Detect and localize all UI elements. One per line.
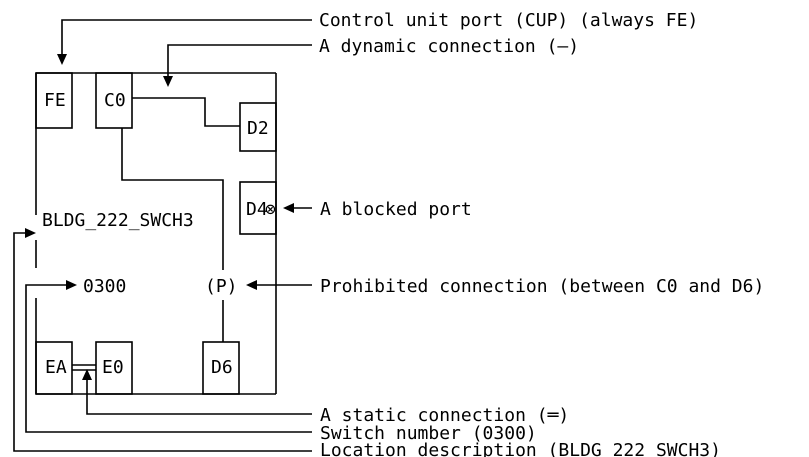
port-e0: E0 (95, 341, 133, 395)
callout-location-leader (13, 232, 312, 452)
port-d4: D4 ⊗ (239, 181, 277, 235)
callout-dynamic-arrowhead (163, 76, 173, 87)
port-d6: D6 (202, 341, 240, 395)
callout-control-unit-port: Control unit port (CUP) (always FE) (57, 10, 698, 65)
port-e0-box (95, 341, 133, 395)
switch-number-label: 0300 (83, 276, 126, 297)
callout-prohibited-text: Prohibited connection (between C0 and D6… (320, 276, 764, 297)
port-d2-label: D2 (247, 118, 269, 139)
callout-static-connection: A static connection (═) (82, 369, 569, 426)
callout-static-text: A static connection (═) (320, 405, 569, 426)
callout-cup-leader (61, 19, 312, 54)
port-d6-box (202, 341, 240, 395)
port-ea-label: EA (45, 357, 67, 378)
port-c0-box (95, 72, 133, 129)
callout-prohibited-connection: Prohibited connection (between C0 and D6… (246, 276, 764, 297)
port-fe-label: FE (44, 90, 66, 111)
port-d6-label: D6 (211, 357, 233, 378)
callout-switch-number-text: Switch number (0300) (320, 423, 537, 444)
callout-dynamic-text: A dynamic connection (—) (319, 36, 579, 57)
callout-static-leader (86, 380, 312, 415)
callout-location-text: Location description (BLDG 222 SWCH3) (320, 440, 721, 457)
dynamic-connection-c0-d2 (132, 97, 240, 127)
callout-location-arrowhead (25, 228, 36, 238)
prohibited-marker: (P) (205, 276, 238, 297)
port-c0: C0 (95, 72, 133, 129)
callout-prohibited-arrowhead (246, 280, 257, 290)
port-fe: FE (35, 72, 73, 129)
callout-cup-arrowhead (57, 54, 67, 65)
port-d4-box (239, 181, 277, 235)
port-ea-box (35, 341, 73, 395)
callout-blocked-arrowhead (283, 203, 294, 213)
callout-cup-text: Control unit port (CUP) (always FE) (319, 10, 698, 31)
callout-blocked-port: A blocked port (283, 199, 472, 220)
port-fe-box (35, 72, 73, 129)
port-e0-label: E0 (102, 357, 124, 378)
callout-blocked-text: A blocked port (320, 199, 472, 220)
callout-location-description: Location description (BLDG 222 SWCH3) (13, 228, 721, 457)
port-ea: EA (35, 341, 73, 395)
port-d2-box (239, 102, 277, 152)
callout-dynamic-leader (167, 44, 312, 76)
port-d2: D2 (239, 102, 277, 152)
blocked-port-icon: ⊗ (265, 199, 276, 220)
port-d4-label: D4 (246, 199, 268, 220)
callout-switch-number-arrowhead (66, 280, 77, 290)
callout-dynamic-connection: A dynamic connection (—) (163, 36, 579, 87)
port-c0-label: C0 (104, 90, 126, 111)
location-description-label: BLDG_222_SWCH3 (42, 210, 194, 231)
connection-c0-toward-d6 (121, 128, 224, 270)
callout-switch-number: Switch number (0300) (25, 280, 537, 444)
callout-switch-number-leader (25, 284, 312, 433)
callout-static-arrowhead (82, 369, 92, 380)
